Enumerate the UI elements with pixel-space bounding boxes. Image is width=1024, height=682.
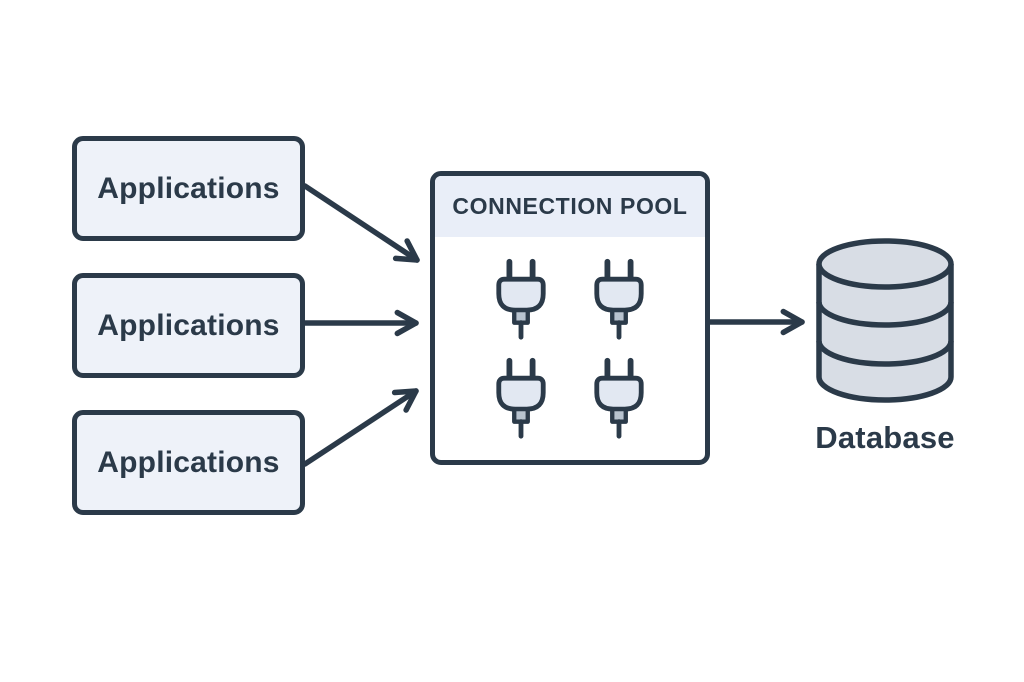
- application-node-2: Applications: [72, 273, 305, 378]
- power-plug-icon: [594, 357, 644, 439]
- connection-pool-node: CONNECTION POOL: [430, 171, 710, 465]
- power-plug-icon: [496, 357, 546, 439]
- application-node-1: Applications: [72, 136, 305, 241]
- arrow-app1-to-pool: [302, 183, 420, 263]
- database-label: Database: [815, 420, 955, 455]
- power-plug-icon: [496, 258, 546, 340]
- database-node: Database: [807, 238, 963, 456]
- application-label-2: Applications: [97, 308, 280, 342]
- application-label-1: Applications: [97, 171, 280, 205]
- application-node-3: Applications: [72, 410, 305, 515]
- connection-pool-body: [435, 237, 705, 460]
- database-cylinder-icon: [816, 238, 954, 403]
- power-plug-icon: [594, 258, 644, 340]
- connection-pool-title: CONNECTION POOL: [435, 176, 705, 237]
- application-label-3: Applications: [97, 445, 280, 479]
- arrow-app3-to-pool: [302, 388, 419, 467]
